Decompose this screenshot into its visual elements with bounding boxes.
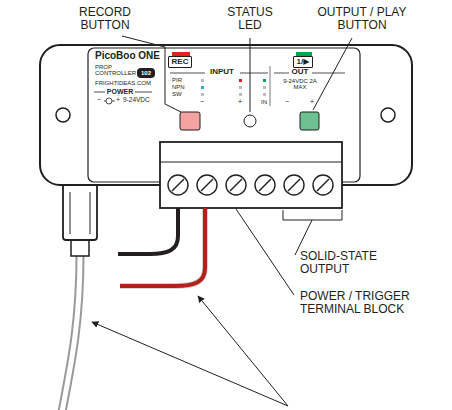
screw-slot — [288, 179, 300, 191]
jack-detail — [70, 192, 71, 234]
rule-line — [94, 92, 105, 93]
screw — [313, 175, 333, 195]
mounting-hole — [381, 108, 395, 122]
callout-label: POWER / TRIGGER TERMINAL BLOCK — [300, 290, 422, 315]
brand-name: PicoBoo ONE — [95, 51, 160, 62]
pointer-arrow — [92, 322, 288, 406]
pointer-arrow — [198, 296, 288, 406]
output-bracket — [283, 210, 342, 220]
product-type: PROP CONTROLLER — [95, 64, 139, 77]
jack-detail — [90, 192, 91, 234]
power-cable-core — [62, 255, 80, 410]
terminal-block-edge — [160, 162, 342, 163]
section-heading: INPUT — [205, 68, 239, 76]
section-heading: POWER — [105, 88, 135, 95]
polarity-sign: + — [116, 96, 120, 103]
screw-slot — [317, 179, 329, 191]
terminal-name: IN — [261, 99, 267, 105]
dc-polarity-symbol — [106, 98, 112, 104]
terminal-block — [160, 142, 342, 208]
rule-line — [270, 66, 271, 106]
button-legend-box: 1/▶ — [293, 56, 313, 68]
button-legend-box: REC — [168, 56, 192, 68]
screw — [284, 175, 304, 195]
terminal-sign: + — [310, 98, 314, 105]
voltage-rating: 9-24VDC — [123, 97, 150, 104]
website: FRIGHTIDEAS.COM — [95, 80, 151, 86]
rule-line — [312, 73, 345, 74]
mode-name: PIR — [172, 77, 182, 83]
dc-polarity-symbol — [112, 101, 115, 102]
node-text: REC — [172, 58, 189, 66]
housing-body — [88, 48, 360, 182]
mode-name: SW — [172, 91, 182, 97]
screw — [197, 175, 217, 195]
red-wire — [120, 208, 205, 286]
red-wire-outline — [120, 208, 205, 286]
dc-polarity-symbol — [104, 101, 106, 102]
power-jack — [63, 184, 97, 240]
rule-line — [274, 73, 289, 74]
section-heading: OUT — [289, 68, 311, 76]
terminal-sign: − — [200, 98, 204, 105]
rule-line — [170, 73, 205, 74]
power-cable — [62, 255, 80, 410]
mode-dots — [201, 79, 266, 96]
mode-name: NPN — [172, 84, 185, 90]
callout-label: STATUS LED — [220, 6, 280, 31]
callout-label: SOLID-STATE OUTPUT — [300, 250, 412, 275]
callout-label: OUTPUT / PLAY BUTTON — [307, 6, 417, 31]
screw-slot — [230, 179, 242, 191]
terminal-screws — [168, 175, 333, 195]
screw — [226, 175, 246, 195]
rule-line — [240, 73, 268, 74]
record-button — [180, 112, 200, 130]
leader-line — [313, 38, 352, 110]
model-badge: 102 — [137, 68, 155, 78]
terminal-sign: − — [285, 98, 289, 105]
output-rating: 9-24VDC 2A MAX — [280, 78, 320, 91]
polarity-sign: − — [97, 96, 101, 103]
screw — [168, 175, 188, 195]
play-button — [300, 112, 319, 130]
mounting-hole — [56, 108, 70, 122]
callout-label: RECORD BUTTON — [65, 6, 145, 31]
black-wire — [118, 208, 178, 254]
leader-line — [236, 209, 294, 295]
screw-slot — [259, 179, 271, 191]
screw-slot — [201, 179, 213, 191]
terminal-sign: + — [238, 98, 242, 105]
node-text: 1/▶ — [297, 58, 310, 66]
screw-slot — [172, 179, 184, 191]
node-text: 102 — [141, 70, 151, 76]
screw — [255, 175, 275, 195]
status-led — [244, 115, 256, 127]
leader-line — [250, 38, 251, 112]
rule-line — [135, 92, 152, 93]
